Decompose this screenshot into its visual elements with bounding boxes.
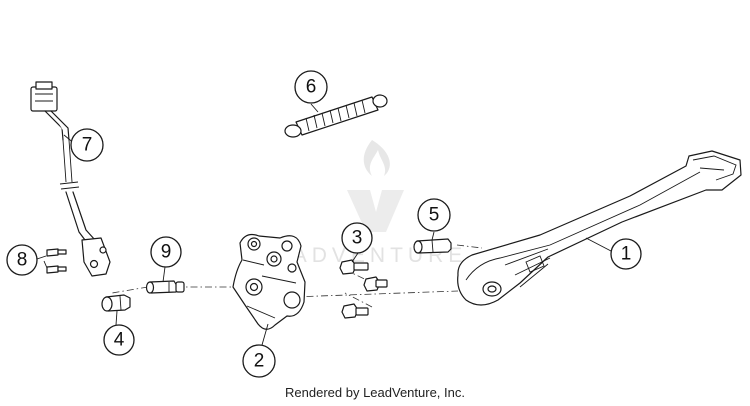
bushing-part bbox=[145, 280, 185, 294]
callout-2-label: 2 bbox=[254, 351, 265, 372]
callout-5-label: 5 bbox=[429, 205, 440, 226]
callout-1-label: 1 bbox=[621, 244, 632, 265]
render-credit: Rendered by LeadVenture, Inc. bbox=[285, 385, 465, 400]
callout-2: 2 bbox=[242, 344, 276, 378]
callout-4: 4 bbox=[103, 324, 135, 356]
leader-lines bbox=[36, 103, 612, 346]
side-stand-switch-part bbox=[30, 81, 111, 277]
bracket-part bbox=[232, 233, 306, 330]
callout-3-label: 3 bbox=[352, 228, 363, 249]
callout-1: 1 bbox=[610, 238, 642, 270]
callout-6-label: 6 bbox=[306, 77, 317, 98]
callout-4-label: 4 bbox=[114, 330, 125, 351]
callout-6: 6 bbox=[294, 70, 328, 104]
side-stand-part bbox=[457, 150, 742, 306]
callout-3: 3 bbox=[341, 222, 373, 254]
callout-9: 9 bbox=[150, 236, 182, 268]
bolts-part bbox=[339, 259, 388, 319]
callout-7: 7 bbox=[70, 128, 104, 162]
pin-part bbox=[413, 238, 452, 254]
callout-5: 5 bbox=[417, 198, 451, 232]
screws-part bbox=[46, 248, 67, 274]
spring-part bbox=[284, 94, 388, 138]
sleeve-part bbox=[101, 294, 131, 312]
callout-7-label: 7 bbox=[82, 135, 93, 156]
callout-8: 8 bbox=[6, 244, 38, 276]
callout-9-label: 9 bbox=[161, 242, 172, 263]
callout-8-label: 8 bbox=[17, 250, 28, 271]
